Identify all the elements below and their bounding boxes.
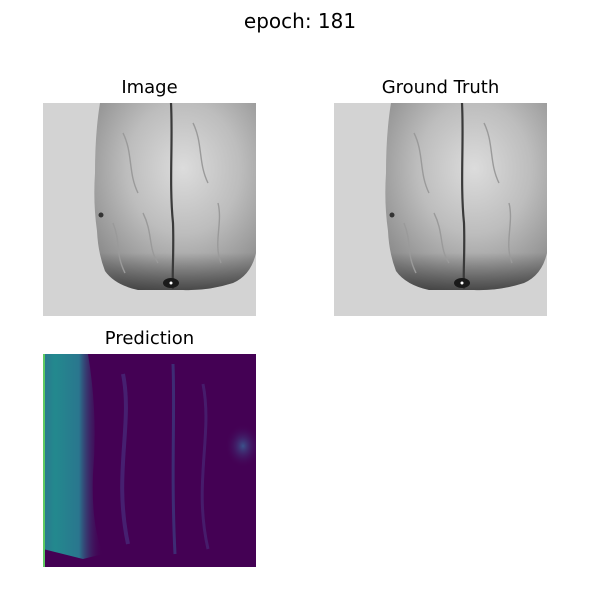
panel-title-ground-truth: Ground Truth [381,77,500,98]
panel-title-prediction: Prediction [104,328,195,349]
prediction-heatmap [43,354,256,567]
panel-title-image: Image [121,77,178,98]
ground-truth-image [334,103,547,316]
ground-truth-panel [334,103,547,316]
input-image-panel [43,103,256,316]
prediction-panel [43,354,256,567]
mri-slice-image [43,103,256,316]
figure-title: epoch: 181 [243,9,357,33]
